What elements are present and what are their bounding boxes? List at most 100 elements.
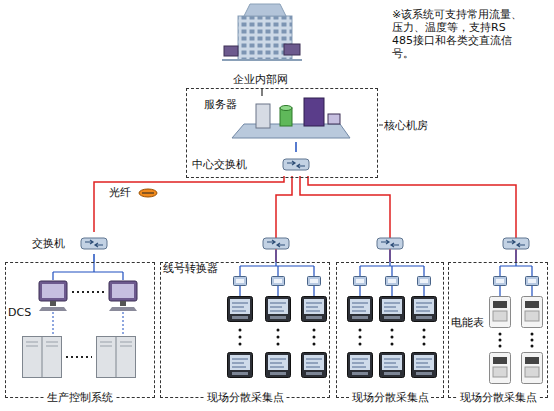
converter-icon bbox=[308, 277, 321, 286]
energy-meter bbox=[522, 353, 543, 384]
dotted-line bbox=[72, 291, 104, 293]
converter-icon bbox=[494, 277, 507, 286]
edge-label: 光纤 bbox=[108, 186, 132, 199]
node-label: 中心交换机 bbox=[192, 158, 247, 171]
dots bbox=[313, 336, 316, 339]
server-node: 服务器 bbox=[200, 96, 350, 142]
energy-meter bbox=[490, 297, 511, 328]
dots bbox=[239, 329, 242, 332]
connector bbox=[295, 142, 297, 152]
energy-meter bbox=[522, 297, 543, 328]
dots bbox=[531, 339, 534, 342]
panel-meter bbox=[266, 297, 291, 322]
dots bbox=[531, 333, 534, 336]
server-rack bbox=[304, 98, 324, 126]
blue-wire bbox=[360, 250, 424, 296]
dots bbox=[277, 343, 280, 346]
network-node: 企业内部网 bbox=[205, 2, 315, 88]
converter-icon bbox=[526, 277, 539, 286]
panel-meter bbox=[412, 297, 437, 322]
dots bbox=[277, 336, 280, 339]
building-roof bbox=[244, 4, 286, 16]
blue-wire bbox=[53, 262, 123, 280]
switch-icon bbox=[263, 238, 289, 249]
converter-icon bbox=[386, 277, 399, 286]
node-label: 服务器 bbox=[204, 98, 237, 111]
note-text: ※该系统可支持常用流量、压力、温度等，支持RS 485接口和各类交直流信号。 bbox=[392, 8, 528, 60]
converter-icon bbox=[354, 277, 367, 286]
blue-wire bbox=[240, 250, 314, 296]
panel-meter bbox=[348, 353, 373, 378]
node-label: 核心机房 bbox=[384, 119, 428, 132]
energy-meter bbox=[490, 353, 511, 384]
node-label: 交换机 bbox=[32, 237, 65, 250]
panel-meter bbox=[266, 353, 291, 378]
dots bbox=[499, 345, 502, 348]
blue-wire bbox=[500, 250, 532, 296]
dotted-line bbox=[66, 356, 92, 358]
dots bbox=[239, 336, 242, 339]
cabinet bbox=[23, 337, 62, 378]
database-top bbox=[280, 106, 292, 111]
switch-node: 交换机 bbox=[30, 232, 110, 254]
node-label: 现场分散采集点 bbox=[205, 391, 286, 404]
dcs-computer bbox=[109, 281, 137, 311]
node-label: 现场分散采集点 bbox=[350, 391, 431, 404]
fiber-icon bbox=[142, 193, 154, 194]
converter-icon bbox=[234, 277, 247, 286]
panel-meter bbox=[228, 353, 253, 378]
switch-icon bbox=[283, 159, 309, 170]
part-label: 线号转换器 bbox=[163, 262, 218, 275]
dots bbox=[531, 345, 534, 348]
part-label: DCS bbox=[8, 306, 31, 319]
node-label: 现场分散采集点 bbox=[458, 391, 539, 404]
ground-line bbox=[222, 59, 302, 61]
dots bbox=[391, 336, 394, 339]
office-pc bbox=[284, 44, 300, 55]
panel-meter bbox=[412, 353, 437, 378]
office-pc bbox=[224, 46, 238, 56]
switch-icon bbox=[377, 238, 403, 249]
dots bbox=[423, 329, 426, 332]
dots bbox=[313, 343, 316, 346]
panel-meter bbox=[348, 297, 373, 322]
server-monitor bbox=[328, 114, 340, 124]
dots bbox=[391, 343, 394, 346]
group-box: 现场分散采集点 bbox=[448, 262, 548, 398]
blue-wire bbox=[53, 312, 123, 336]
dots bbox=[391, 329, 394, 332]
panel-meter bbox=[380, 353, 405, 378]
dots bbox=[423, 343, 426, 346]
connector bbox=[261, 88, 263, 96]
dots bbox=[313, 329, 316, 332]
connector bbox=[94, 176, 284, 232]
switch-icon bbox=[503, 238, 529, 249]
dots bbox=[499, 339, 502, 342]
dots bbox=[239, 343, 242, 346]
dots bbox=[359, 336, 362, 339]
dots bbox=[423, 336, 426, 339]
node-label: 生产控制系统 bbox=[45, 391, 115, 404]
node-label: 企业内部网 bbox=[233, 73, 288, 86]
dots bbox=[277, 329, 280, 332]
cabinet bbox=[97, 337, 136, 378]
part-label: 电能表 bbox=[451, 316, 484, 329]
panel-meter bbox=[302, 353, 327, 378]
group-box: 现场分散采集点 bbox=[336, 262, 444, 398]
group-box: 生产控制系统 bbox=[5, 262, 155, 398]
group-box: 现场分散采集点 bbox=[160, 262, 330, 398]
panel-meter bbox=[228, 297, 253, 322]
connector bbox=[93, 254, 95, 262]
dots bbox=[359, 329, 362, 332]
fiber-icon bbox=[139, 189, 157, 197]
leader-line bbox=[379, 125, 383, 126]
converter-icon bbox=[272, 277, 285, 286]
converter-icon bbox=[418, 277, 431, 286]
dcs-computer bbox=[39, 281, 67, 311]
dots bbox=[359, 343, 362, 346]
connector bbox=[300, 176, 390, 262]
connector bbox=[308, 176, 516, 262]
core-room-box: 核心机房服务器中心交换机 bbox=[186, 88, 378, 178]
